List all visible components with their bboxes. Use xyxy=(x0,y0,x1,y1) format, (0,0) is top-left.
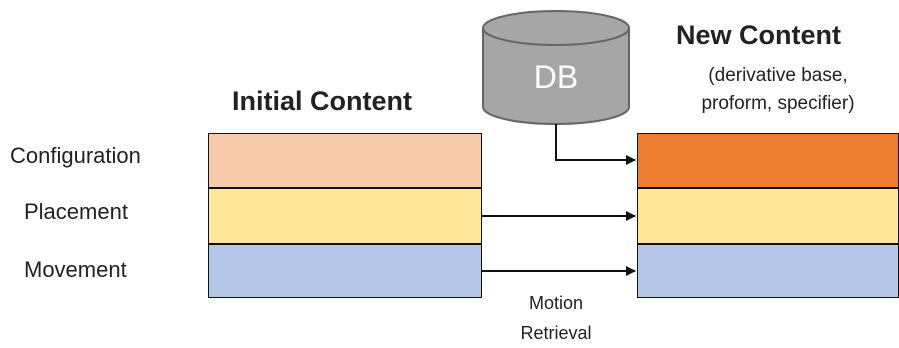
initial-movement-block xyxy=(208,244,482,298)
caption-line2: Retrieval xyxy=(520,323,592,343)
new-content-subtitle: (derivative base, proform, specifier) xyxy=(660,62,896,118)
database-body xyxy=(482,28,630,125)
initial-content-title: Initial Content xyxy=(232,86,412,116)
new-content-title: New Content xyxy=(676,20,841,50)
motion-retrieval-caption: Motion Retrieval xyxy=(486,288,626,348)
new-content-subtitle-line2: proform, specifier) xyxy=(701,93,855,114)
row-label-placement: Placement xyxy=(24,199,128,224)
row-label-configuration: Configuration xyxy=(10,143,141,168)
new-movement-block xyxy=(637,244,899,298)
database-label: DB xyxy=(534,59,578,95)
caption-line1: Motion xyxy=(528,293,584,313)
new-content-subtitle-line1: (derivative base, xyxy=(708,65,848,86)
initial-placement-block xyxy=(208,188,482,244)
db-to-configuration-arrow xyxy=(555,124,636,165)
database-icon: DB xyxy=(482,10,630,125)
new-placement-block xyxy=(637,188,899,244)
row-label-movement: Movement xyxy=(24,257,127,282)
initial-configuration-block xyxy=(208,133,482,188)
database-top xyxy=(482,10,630,46)
new-configuration-block xyxy=(637,133,899,188)
